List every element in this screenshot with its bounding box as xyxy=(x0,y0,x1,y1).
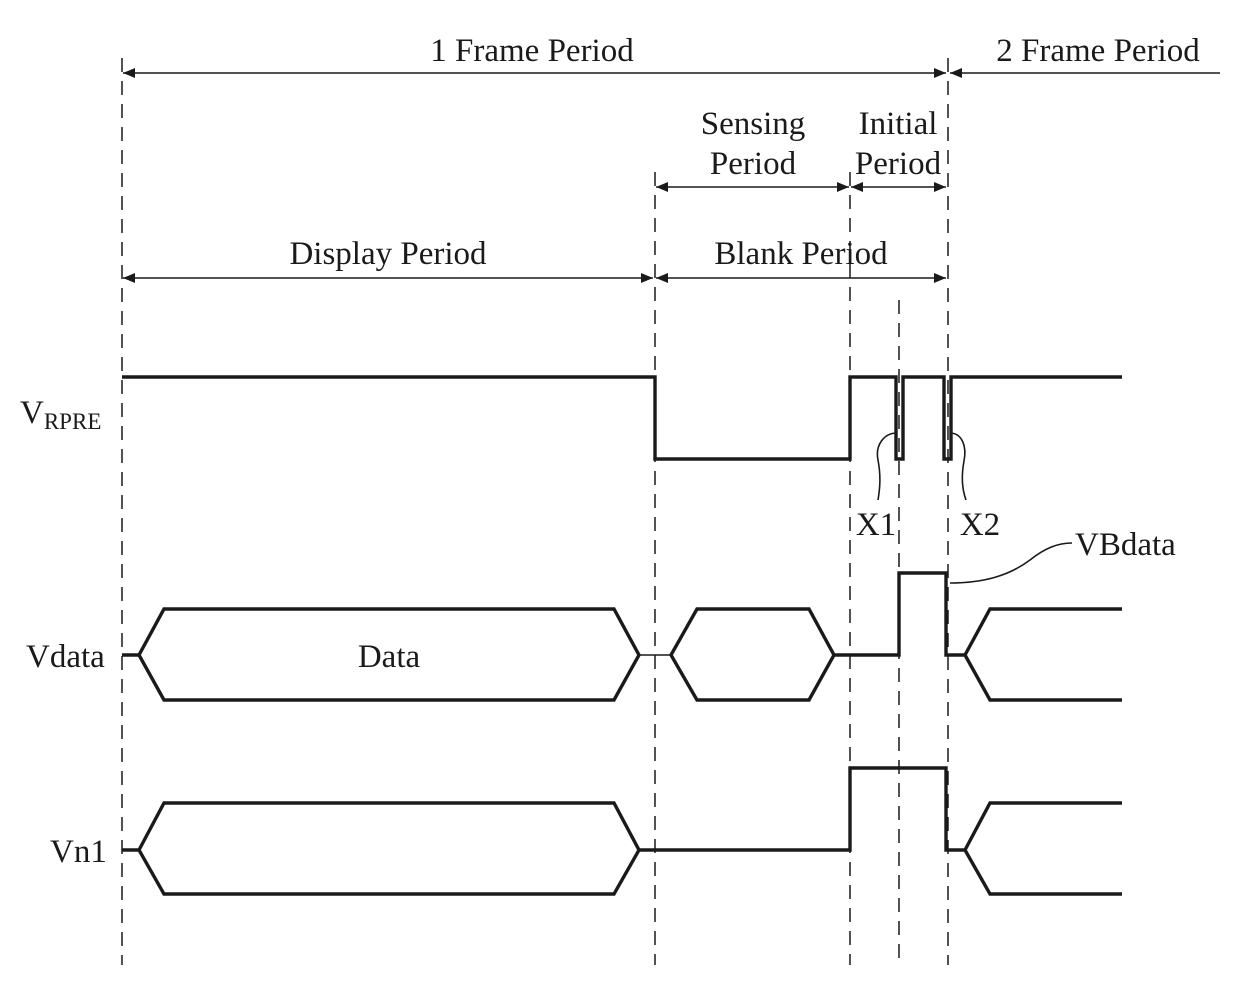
vn1-initial-pulse xyxy=(639,768,965,850)
initial-label-line2: Period xyxy=(855,146,942,182)
sensing-label-line1: Sensing xyxy=(701,106,806,142)
vdata-sensing-block xyxy=(671,609,834,700)
initial-label-line1: Initial xyxy=(859,106,938,142)
vbdata-label: VBdata xyxy=(1075,527,1176,563)
signal-names: VRPRE Vdata Vn1 xyxy=(20,395,107,870)
x2-label: X2 xyxy=(960,507,1000,543)
vdata-waveform xyxy=(122,573,1122,700)
x1-label: X1 xyxy=(856,507,896,543)
display-label: Display Period xyxy=(289,236,487,272)
x1-leader xyxy=(877,433,897,500)
blank-label: Blank Period xyxy=(714,236,888,272)
x2-leader xyxy=(951,433,966,500)
period-arrows xyxy=(123,73,1220,278)
sensing-label-line2: Period xyxy=(710,146,797,182)
data-label: Data xyxy=(358,639,421,675)
frame1-label: 1 Frame Period xyxy=(430,33,634,69)
vbdata-leader xyxy=(950,543,1072,583)
vn1-next-frame xyxy=(965,803,1122,894)
vdata-next-frame xyxy=(965,609,1122,700)
period-labels: 1 Frame Period 2 Frame Period Sensing Pe… xyxy=(289,33,1200,272)
vn1-waveform xyxy=(122,768,1122,894)
frame2-label: 2 Frame Period xyxy=(996,33,1200,69)
vdata-label: Vdata xyxy=(26,639,105,675)
vrpre-label: VRPRE xyxy=(20,395,101,434)
vrpre-waveform xyxy=(122,377,1122,459)
vn1-label: Vn1 xyxy=(50,834,107,870)
vdata-initial-pulse xyxy=(834,573,965,655)
vn1-data-block xyxy=(139,803,639,894)
timing-guides xyxy=(122,58,948,965)
vrpre-main: V xyxy=(20,395,44,431)
vrpre-subscript: RPRE xyxy=(44,409,102,434)
annotations: Data X1 X2 VBdata xyxy=(358,433,1176,675)
